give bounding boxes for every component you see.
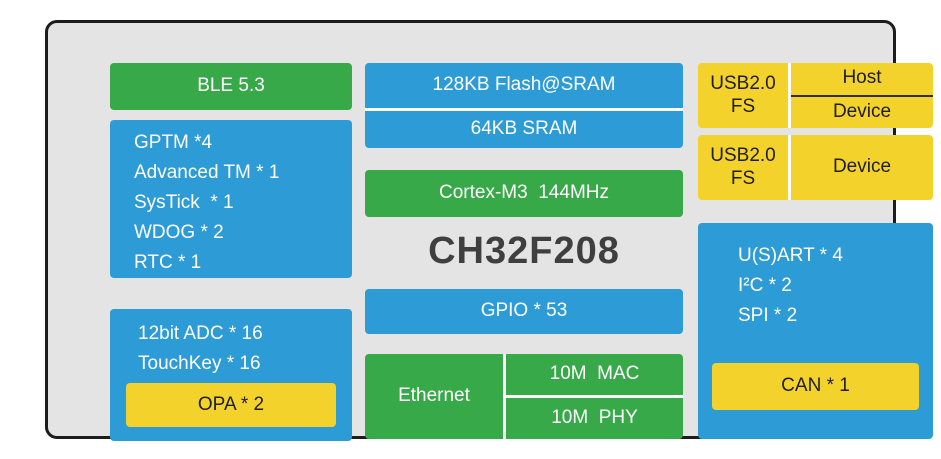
usb-otg-label: USB2.0 FS — [710, 72, 776, 117]
usb-device-label: USB2.0 FS — [710, 144, 776, 189]
adc-line: 12bit ADC * 16 — [138, 323, 263, 344]
ethernet-label: Ethernet — [398, 385, 470, 407]
touchkey-line: TouchKey * 16 — [138, 353, 261, 374]
opa-label: OPA * 2 — [197, 393, 265, 415]
phy-cell: 10M PHY — [551, 407, 638, 429]
i2c-line: I²C * 2 — [738, 275, 792, 296]
ethernet-divider — [503, 354, 506, 439]
ethernet-block: Ethernet 10M MAC 10M PHY — [365, 354, 683, 439]
chip-name: CH32F208 — [428, 229, 620, 272]
usart-line: U(S)ART * 4 — [738, 245, 843, 266]
sram-cell: 64KB SRAM — [470, 118, 578, 140]
timers-block: GPTM *4 Advanced TM * 1 SysTick * 1 WDOG… — [110, 120, 352, 278]
usb-device-divider — [788, 135, 791, 200]
usb-device-cell: Device — [832, 156, 892, 178]
analog-block: 12bit ADC * 16 TouchKey * 16 OPA * 2 — [110, 309, 352, 441]
usb-host-cell: Host — [842, 67, 882, 89]
timer-line-gptm: GPTM *4 — [134, 132, 213, 153]
ble-label: BLE 5.3 — [197, 75, 265, 97]
usb-otg-divider — [788, 63, 791, 128]
timer-line-advanced: Advanced TM * 1 — [134, 162, 280, 183]
opa-block: OPA * 2 — [126, 383, 336, 427]
can-block: CAN * 1 — [712, 363, 919, 410]
spi-line: SPI * 2 — [738, 305, 798, 326]
gpio-block: GPIO * 53 — [365, 289, 683, 334]
timer-line-wdog: WDOG * 2 — [134, 222, 224, 243]
host-device-divider — [791, 94, 933, 97]
core-label: Cortex-M3 144MHz — [439, 182, 609, 204]
comm-block: U(S)ART * 4 I²C * 2 SPI * 2 CAN * 1 — [698, 223, 933, 439]
ble-block: BLE 5.3 — [110, 63, 352, 110]
timer-line-systick: SysTick * 1 — [134, 192, 234, 213]
usb-otg-block: USB2.0 FS Host Device — [698, 63, 933, 128]
timer-line-rtc: RTC * 1 — [134, 252, 202, 273]
memory-block: 128KB Flash@SRAM 64KB SRAM — [365, 63, 683, 148]
core-block: Cortex-M3 144MHz — [365, 170, 683, 217]
gpio-label: GPIO * 53 — [480, 300, 568, 322]
can-label: CAN * 1 — [781, 375, 850, 397]
mac-cell: 10M MAC — [549, 363, 640, 385]
mac-phy-divider — [506, 395, 683, 398]
memory-divider — [365, 108, 683, 111]
diagram-frame: BLE 5.3 GPTM *4 Advanced TM * 1 SysTick … — [45, 20, 933, 441]
usb-otg-device-cell: Device — [832, 100, 892, 122]
flash-cell: 128KB Flash@SRAM — [432, 74, 616, 96]
usb-device-block: USB2.0 FS Device — [698, 135, 933, 200]
